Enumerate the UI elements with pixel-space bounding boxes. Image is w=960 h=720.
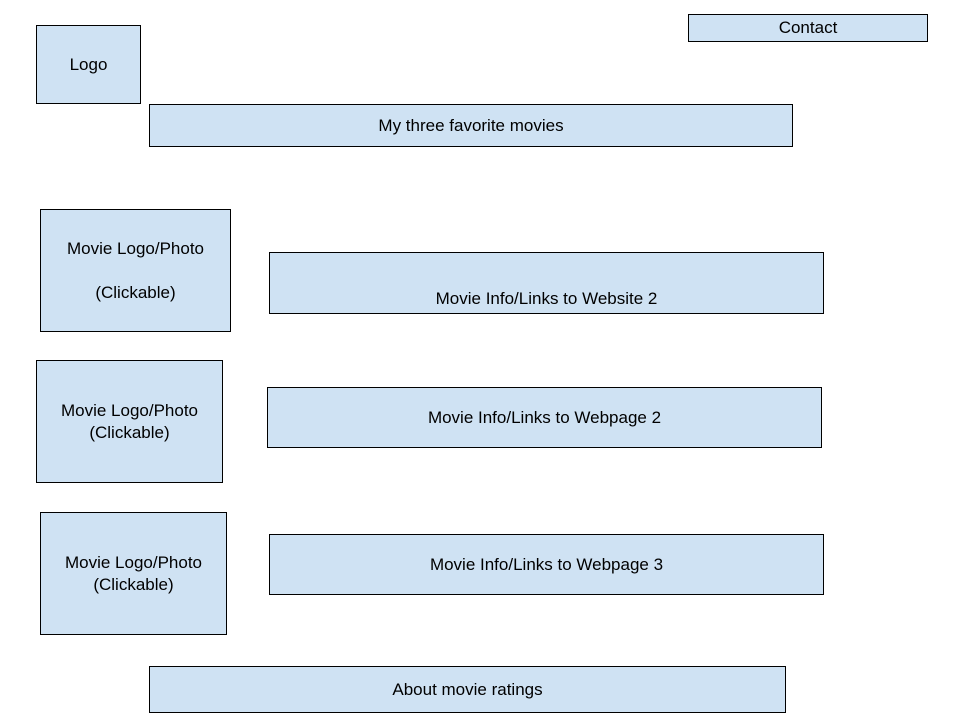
- movie-info-label: Movie Info/Links to Webpage 3: [429, 554, 664, 574]
- movie-info-link-3[interactable]: Movie Info/Links to Webpage 3: [269, 534, 824, 595]
- movie-photo-2[interactable]: Movie Logo/Photo (Clickable): [36, 360, 223, 483]
- contact-button[interactable]: Contact: [688, 14, 928, 42]
- movie-photo-clickable-note: (Clickable): [93, 574, 174, 594]
- movie-photo-label: Movie Logo/Photo: [66, 238, 205, 258]
- movie-photo-clickable-note: (Clickable): [95, 282, 176, 302]
- page-title-box: My three favorite movies: [149, 104, 793, 147]
- movie-photo-1[interactable]: Movie Logo/Photo (Clickable): [40, 209, 231, 332]
- movie-photo-label: Movie Logo/Photo: [60, 400, 199, 420]
- logo-box[interactable]: Logo: [36, 25, 141, 104]
- movie-photo-label: Movie Logo/Photo: [64, 552, 203, 572]
- movie-info-link-2[interactable]: Movie Info/Links to Webpage 2: [267, 387, 822, 448]
- movie-photo-3[interactable]: Movie Logo/Photo (Clickable): [40, 512, 227, 635]
- movie-info-label: Movie Info/Links to Webpage 2: [427, 407, 662, 427]
- about-ratings-label: About movie ratings: [392, 679, 543, 699]
- page-title: My three favorite movies: [378, 115, 564, 135]
- contact-label: Contact: [778, 18, 838, 37]
- about-ratings-link[interactable]: About movie ratings: [149, 666, 786, 713]
- movie-photo-clickable-note: (Clickable): [89, 422, 170, 442]
- logo-label: Logo: [69, 54, 108, 74]
- movie-info-label: Movie Info/Links to Website 2: [435, 289, 658, 308]
- movie-info-link-1[interactable]: Movie Info/Links to Website 2: [269, 252, 824, 314]
